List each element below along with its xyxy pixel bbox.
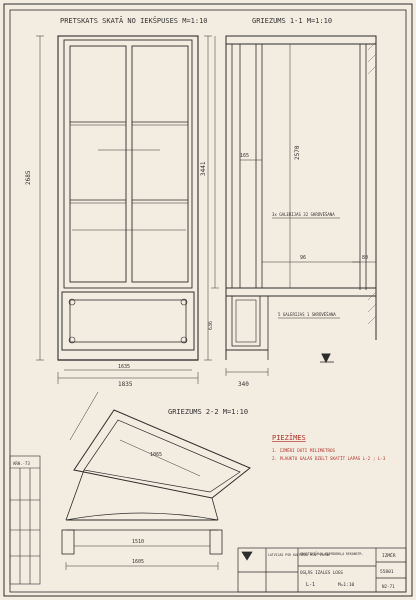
elevation-view: [57, 35, 199, 361]
title-section-1-1: GRIEZUMS 1-1 M=1:10: [252, 17, 332, 25]
side-stamp: [9, 455, 41, 585]
title-block: [237, 547, 407, 593]
stamp-org: LATVIJAS PSR KULTŪRAS MIN. ZRPNB: [268, 552, 329, 557]
section-1-1-dimensions: [225, 43, 376, 376]
sheet-border: [3, 3, 413, 597]
callout-glazing-2: 5 GALERIJAS 1 SKRŪVĒŠANA: [278, 312, 336, 317]
title-section-2-2: GRIEZUMS 2-2 M=1:10: [168, 408, 248, 416]
dim-section-height: 2570: [294, 145, 301, 160]
dim-section-width: 340: [238, 381, 249, 388]
stamp-project: ARHITEKTŪRAS PIEMINEKĻA REKONSTR.: [300, 551, 363, 556]
dim-width-total: 1835: [118, 381, 133, 388]
dim-s2-inner: 1510: [132, 539, 144, 545]
dim-height-panel: 636: [208, 321, 214, 330]
dim-height-upper: 2685: [25, 170, 32, 185]
notes-heading: PIEZĪMES: [272, 433, 306, 442]
side-stamp-label: ARH.-73: [13, 461, 30, 466]
dim-section-depth: 96: [300, 255, 306, 261]
stamp-scale: M=1:10: [338, 582, 355, 588]
callout-glazing-1: 3x GALERIJAS 32 SKRŪVĒŠANA: [272, 212, 335, 217]
notes-line-1: 1. IZMĒRI DOTI MILIMETROS: [272, 448, 336, 453]
stamp-sheet-title: OGĻĀS IZALES LOGS: [300, 570, 343, 575]
stamp-stage: N2-71: [382, 584, 395, 589]
dim-s2-width: 1605: [132, 559, 144, 565]
section-mark: [320, 353, 334, 364]
notes-line-2: 2. PLAUKTU GALAS DZELT SKATĪT LAPAS L-2 …: [272, 456, 386, 461]
notes-block: PIEZĪMES 1. IZMĒRI DOTI MILIMETROS 2. PL…: [272, 433, 386, 461]
dim-height-total: 3441: [200, 161, 207, 176]
elevation-dimensions: [36, 35, 219, 384]
stamp-sheet-label: L-1: [306, 582, 315, 588]
dim-section-frame: 165: [240, 153, 249, 159]
stamp-page-tag: IZMĒR: [382, 552, 396, 559]
section-2-2-dimensions: [65, 391, 219, 570]
title-elevation: PRETSKATS SKATĀ NO IEKŠPUSES M=1:10: [60, 16, 208, 25]
section-2-2-view: [61, 409, 251, 555]
stamp-page-no: 55801: [380, 569, 394, 575]
dim-section-reveal: 80: [362, 255, 368, 261]
dim-s2-diag: 1065: [150, 452, 162, 458]
section-1-1-hatching: [367, 41, 377, 325]
frame-border: [9, 9, 407, 593]
dim-width-lower: 1635: [118, 364, 130, 370]
